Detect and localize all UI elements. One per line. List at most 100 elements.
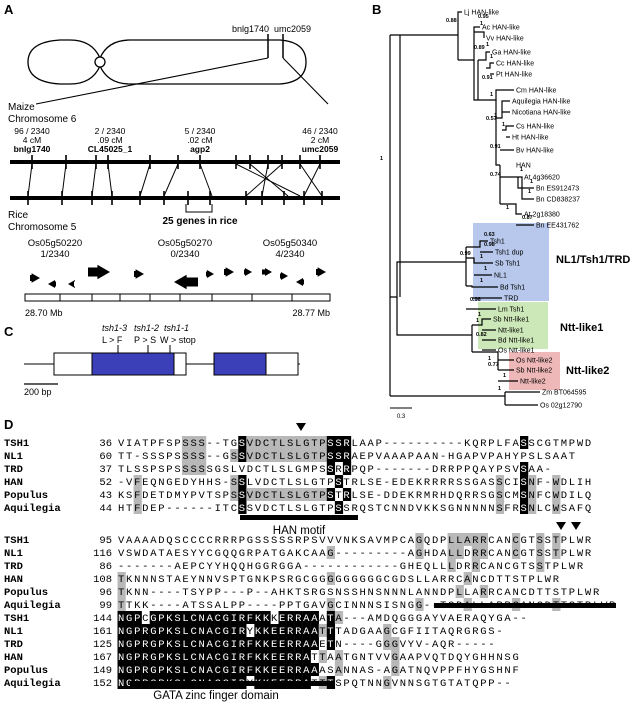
residue: C: [456, 574, 462, 586]
residue: -: [376, 561, 382, 573]
residue: N: [400, 600, 406, 612]
residue: S: [287, 490, 293, 502]
residue: R: [287, 626, 294, 638]
residue: G: [247, 574, 253, 586]
residue: T: [311, 490, 317, 502]
residue: M: [376, 613, 382, 625]
residue: G: [480, 665, 486, 677]
residue: N: [134, 574, 140, 586]
synteny-link: [139, 163, 151, 197]
similarity-shade: [230, 488, 239, 501]
support-value: 1: [506, 205, 509, 211]
residue: V: [335, 535, 342, 547]
residue: N: [400, 587, 406, 599]
residue: N: [118, 639, 124, 651]
support-value: 0.89: [474, 45, 485, 51]
residue: Q: [456, 490, 462, 502]
residue: T: [271, 451, 277, 463]
residue: L: [182, 652, 188, 664]
residue: -: [303, 561, 309, 573]
residue: W: [569, 561, 576, 573]
residue: V: [376, 652, 383, 664]
residue: A: [287, 548, 294, 560]
residue: S: [529, 561, 535, 573]
residue: S: [496, 490, 502, 502]
identity-shade: [342, 488, 352, 501]
similarity-shade: [495, 488, 505, 501]
residue: K: [263, 613, 270, 625]
residue: S: [174, 639, 180, 651]
residue: L: [182, 626, 188, 638]
residue: A: [424, 613, 431, 625]
residue: A: [327, 652, 334, 664]
residue: G: [416, 613, 422, 625]
residue: T: [118, 574, 124, 586]
residue: S: [239, 503, 245, 515]
identity-shade: [181, 637, 191, 650]
similarity-shade: [391, 637, 400, 650]
residue: V: [319, 535, 326, 547]
residue: -: [384, 561, 390, 573]
residue: M: [303, 464, 309, 476]
residue: G: [392, 574, 398, 586]
residue: S: [287, 438, 293, 450]
residue: V: [239, 464, 246, 476]
residue: T: [432, 678, 438, 690]
residue: H: [408, 561, 414, 573]
similarity-shade: [181, 449, 191, 462]
residue: N: [118, 613, 124, 625]
identity-shade: [165, 663, 175, 676]
residue: I: [577, 477, 583, 489]
identity-shade: [310, 611, 319, 624]
residue: H: [360, 587, 366, 599]
identity-shade: [214, 637, 223, 650]
residue: L: [287, 477, 293, 489]
similarity-shade: [294, 488, 303, 501]
residue: P: [158, 613, 164, 625]
residue: L: [182, 665, 188, 677]
residue: R: [271, 561, 278, 573]
residue: D: [263, 503, 269, 515]
identity-shade: [326, 624, 336, 637]
residue: S: [343, 587, 349, 599]
allele-tsh1-3: tsh1-3: [102, 323, 127, 333]
residue: G: [279, 561, 285, 573]
identity-shade: [125, 624, 134, 637]
residue: S: [376, 587, 382, 599]
residue: R: [480, 438, 487, 450]
residue: W: [585, 587, 592, 599]
residue: T: [376, 503, 382, 515]
identity-shade: [206, 637, 215, 650]
gene-1-ratio: 1/2340: [40, 249, 69, 260]
seq-position: 144: [93, 613, 112, 625]
residue: Q: [360, 503, 366, 515]
residue: K: [432, 503, 439, 515]
residue: S: [327, 464, 333, 476]
residue: F: [134, 490, 140, 502]
residue: E: [271, 665, 277, 677]
change-ps: P > S: [134, 335, 156, 345]
residue: S: [504, 464, 510, 476]
residue: A: [392, 451, 399, 463]
residue: A: [512, 438, 519, 450]
residue: S: [190, 451, 196, 463]
residue: G: [343, 574, 349, 586]
residue: R: [142, 626, 149, 638]
identity-shade: [157, 611, 166, 624]
residue: A: [440, 626, 447, 638]
residue: N: [488, 503, 494, 515]
identity-shade: [230, 624, 239, 637]
seq-name: HAN: [4, 477, 23, 489]
residue: T: [223, 503, 229, 515]
seq-name: TSH1: [4, 535, 29, 547]
residue: A: [537, 464, 544, 476]
residue: A: [335, 665, 342, 677]
gene-arrow: [206, 270, 214, 278]
residue: W: [545, 574, 552, 586]
residue: K: [464, 438, 471, 450]
residue: L: [432, 561, 438, 573]
group-label-nl1: NL1/Tsh1/TRD: [556, 254, 630, 266]
residue: P: [166, 451, 172, 463]
residue: -: [255, 587, 261, 599]
tree-leaf: Bd Ntt-like1: [498, 338, 534, 345]
